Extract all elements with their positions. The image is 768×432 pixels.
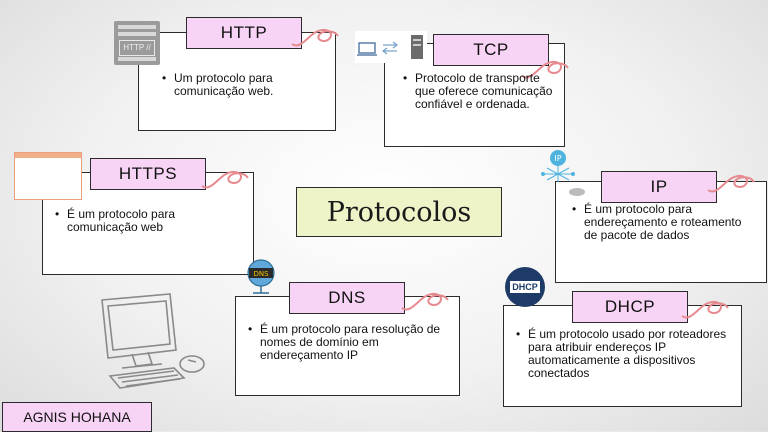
swirl-decoration — [201, 170, 249, 189]
dns-label: DNS — [328, 288, 366, 307]
browser-window-icon — [14, 152, 82, 200]
tcp-tag: TCP — [433, 34, 549, 66]
dns-icon-text: DNS — [253, 270, 269, 278]
tcp-description: •Protocolo de transporte que oferece com… — [403, 71, 553, 111]
tcp-label: TCP — [473, 40, 509, 59]
http-tag: HTTP — [186, 17, 302, 49]
computer-sketch-icon — [101, 293, 205, 389]
dhcp-description: •É um protocolo usado por roteadores par… — [516, 327, 727, 380]
swirl-decoration — [681, 300, 729, 319]
page-title: Protocolos — [296, 187, 502, 237]
https-label: HTTPS — [118, 164, 178, 183]
ip-network-icon: IP — [535, 148, 585, 198]
dhcp-tag: DHCP — [572, 291, 688, 323]
http-label: HTTP — [220, 23, 268, 42]
swirl-decoration — [521, 60, 569, 79]
ip-description: •É um protocolo para endereçamento e rot… — [572, 202, 742, 242]
ip-tag: IP — [601, 171, 717, 203]
swirl-decoration — [291, 28, 339, 47]
author-label: AGNIS HOHANA — [2, 402, 152, 432]
dns-tag: DNS — [289, 282, 405, 314]
http-server-icon: HTTP // — [114, 21, 160, 65]
dhcp-label: DHCP — [604, 297, 656, 316]
ip-icon-text: IP — [554, 154, 561, 163]
http-icon-text: HTTP // — [119, 40, 155, 56]
http-description: •Um protocolo para comunicação web. — [162, 71, 274, 98]
dns-description: •É um protocolo para resolução de nomes … — [248, 322, 441, 362]
https-description: •É um protocolo para comunicação web — [55, 207, 176, 234]
https-tag: HTTPS — [90, 158, 206, 190]
dhcp-icon-text: DHCP — [510, 281, 540, 293]
swirl-decoration — [707, 174, 755, 193]
swirl-decoration — [401, 292, 449, 311]
network-transfer-icon — [355, 31, 427, 63]
ip-label: IP — [650, 177, 668, 196]
dhcp-badge-icon: DHCP — [505, 267, 545, 307]
dns-globe-icon: DNS — [245, 259, 277, 297]
